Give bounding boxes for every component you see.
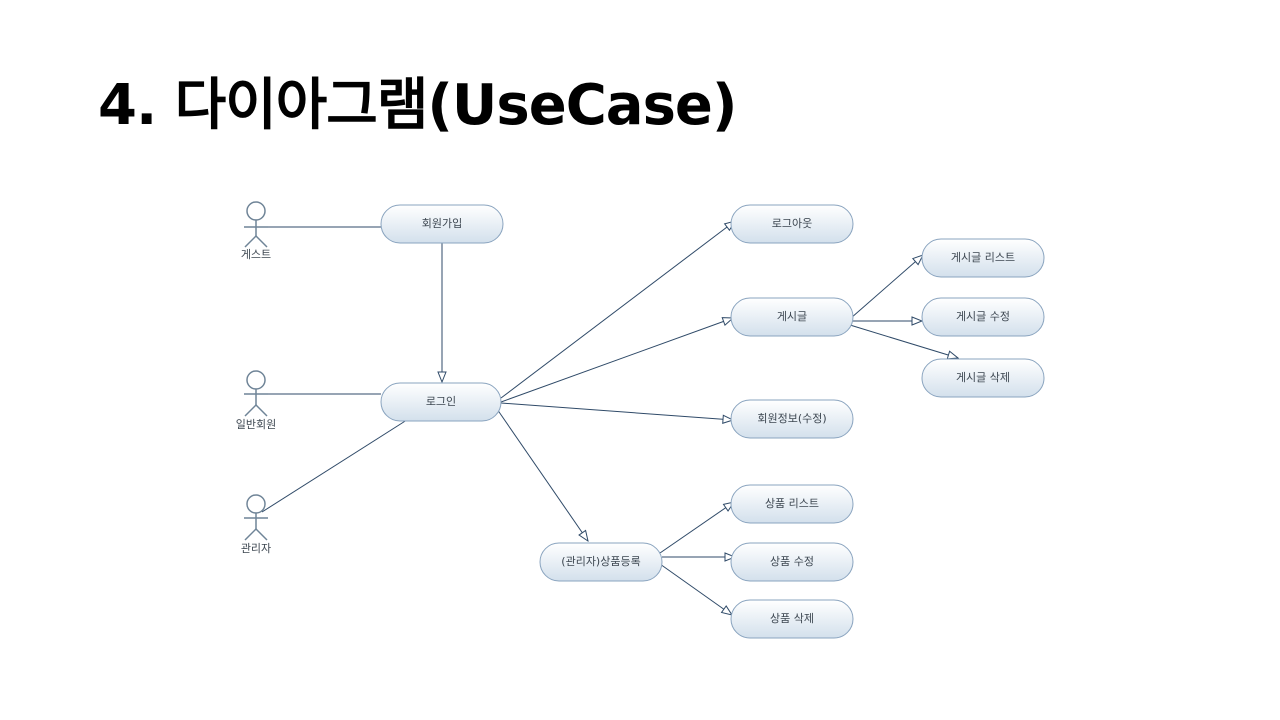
- usecase-signup-label: 회원가입: [422, 217, 462, 230]
- actor-member-head: [246, 370, 266, 390]
- usecase-signup: 회원가입: [380, 204, 504, 244]
- usecase-post-label: 게시글: [777, 310, 807, 323]
- usecase-product-edit: 상품 수정: [730, 542, 854, 582]
- arrow-login-post: [500, 318, 733, 403]
- usecase-post-delete-label: 게시글 삭제: [956, 371, 1010, 384]
- usecase-product-register: (관리자)상품등록: [539, 542, 663, 582]
- usecase-member-info: 회원정보(수정): [730, 399, 854, 439]
- usecase-product-delete: 상품 삭제: [730, 599, 854, 639]
- slide-title: 4. 다이아그램(UseCase): [98, 73, 738, 138]
- actor-admin-label: 관리자: [241, 542, 271, 555]
- arrow-post-postdelete: [849, 324, 958, 358]
- usecase-post: 게시글: [730, 297, 854, 337]
- actor-admin: [244, 494, 268, 541]
- usecase-member-info-label: 회원정보(수정): [757, 412, 826, 425]
- actor-member-label: 일반회원: [236, 417, 276, 431]
- usecase-product-register-label: (관리자)상품등록: [561, 555, 640, 568]
- arrow-post-postlist: [850, 255, 923, 319]
- actor-guest-label: 게스트: [241, 248, 271, 261]
- usecase-logout-label: 로그아웃: [772, 217, 812, 230]
- arrow-product-productdelete: [659, 563, 732, 615]
- usecase-product-delete-label: 상품 삭제: [770, 612, 814, 625]
- usecase-product-edit-label: 상품 수정: [770, 555, 814, 568]
- usecase-product-list: 상품 리스트: [730, 484, 854, 524]
- usecase-post-list-label: 게시글 리스트: [951, 251, 1015, 264]
- actor-guest-head: [246, 201, 266, 221]
- arrow-login-memberinfo: [500, 402, 733, 420]
- actor-admin-head: [246, 494, 266, 514]
- usecase-post-list: 게시글 리스트: [921, 238, 1045, 278]
- usecase-post-edit: 게시글 수정: [921, 297, 1045, 337]
- arrow-login-logout: [500, 221, 735, 399]
- actor-member: [244, 370, 268, 417]
- usecase-product-list-label: 상품 리스트: [765, 497, 819, 510]
- usecase-post-delete: 게시글 삭제: [921, 358, 1045, 398]
- actor-guest: [244, 201, 268, 248]
- arrow-login-product: [496, 408, 588, 541]
- usecase-login-label: 로그인: [426, 395, 456, 408]
- arrow-product-productlist: [659, 502, 734, 554]
- usecase-post-edit-label: 게시글 수정: [956, 310, 1010, 323]
- assoc-admin-login: [261, 417, 411, 513]
- usecase-login: 로그인: [380, 382, 502, 422]
- connections: [256, 221, 958, 615]
- usecase-logout: 로그아웃: [730, 204, 854, 244]
